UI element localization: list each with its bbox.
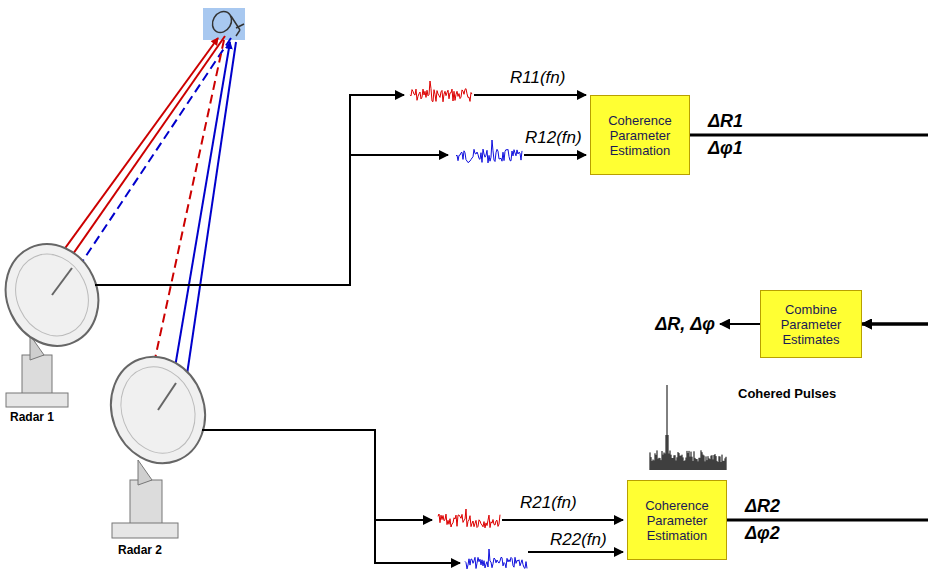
parameter-label: ΔR, Δφ <box>655 314 715 335</box>
signal-name: R11(fn) <box>510 68 565 88</box>
radar-dish <box>0 229 115 407</box>
signal-wires <box>95 95 623 563</box>
signal-trace <box>456 140 522 163</box>
box-text: Coherence Parameter Estimation <box>634 498 720 543</box>
cohered-pulse <box>650 385 726 470</box>
radar-dish <box>96 344 219 538</box>
signal-trace <box>438 509 500 528</box>
parameter-label: Δφ2 <box>745 523 780 544</box>
signal-trace <box>410 81 472 102</box>
note-label: Cohered Pulses <box>738 386 836 401</box>
target <box>203 8 245 40</box>
signal-name: R22(fn) <box>550 530 607 550</box>
box-text: Coherence Parameter Estimation <box>597 113 683 158</box>
signal-trace <box>465 549 527 569</box>
signal-waveforms <box>410 81 726 569</box>
parameter-label: ΔR1 <box>708 111 743 132</box>
box-text: Combine Parameter Estimates <box>767 302 855 347</box>
parameter-label: ΔR2 <box>745 496 780 517</box>
radar-label: Radar 1 <box>10 410 54 424</box>
radar-label: Radar 2 <box>118 543 162 557</box>
output-arrow <box>720 323 760 325</box>
parameter-label: Δφ1 <box>708 138 743 159</box>
process-box: Combine Parameter Estimates <box>760 290 862 358</box>
process-box: Coherence Parameter Estimation <box>627 480 727 560</box>
process-box: Coherence Parameter Estimation <box>590 95 690 175</box>
signal-name: R12(fn) <box>525 128 582 148</box>
signal-name: R21(fn) <box>520 493 577 513</box>
